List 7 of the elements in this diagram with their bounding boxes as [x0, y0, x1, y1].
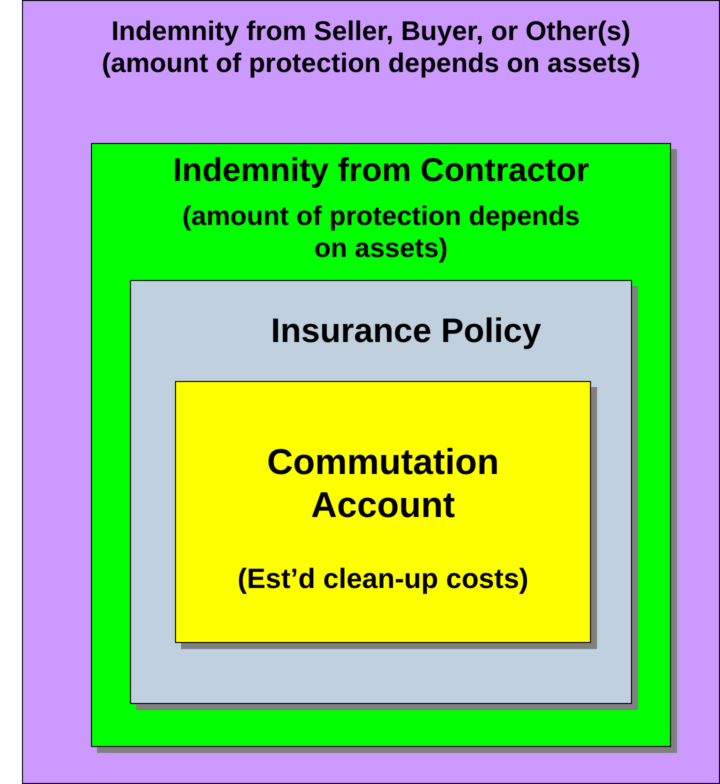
outer-box — [22, 0, 720, 784]
box-heading: Indemnity from Seller, Buyer, or Other(s) (amount of protection depends on assets) — [100, 15, 642, 80]
box-subtext: (Est’d clean-up costs) — [236, 562, 530, 596]
box-heading: Insurance Policy — [270, 311, 542, 352]
box-heading: Indemnity from Contractor — [172, 150, 590, 190]
box-subtext: (amount of protection depends on assets) — [181, 200, 581, 265]
box-heading: Commutation Account — [266, 440, 500, 526]
